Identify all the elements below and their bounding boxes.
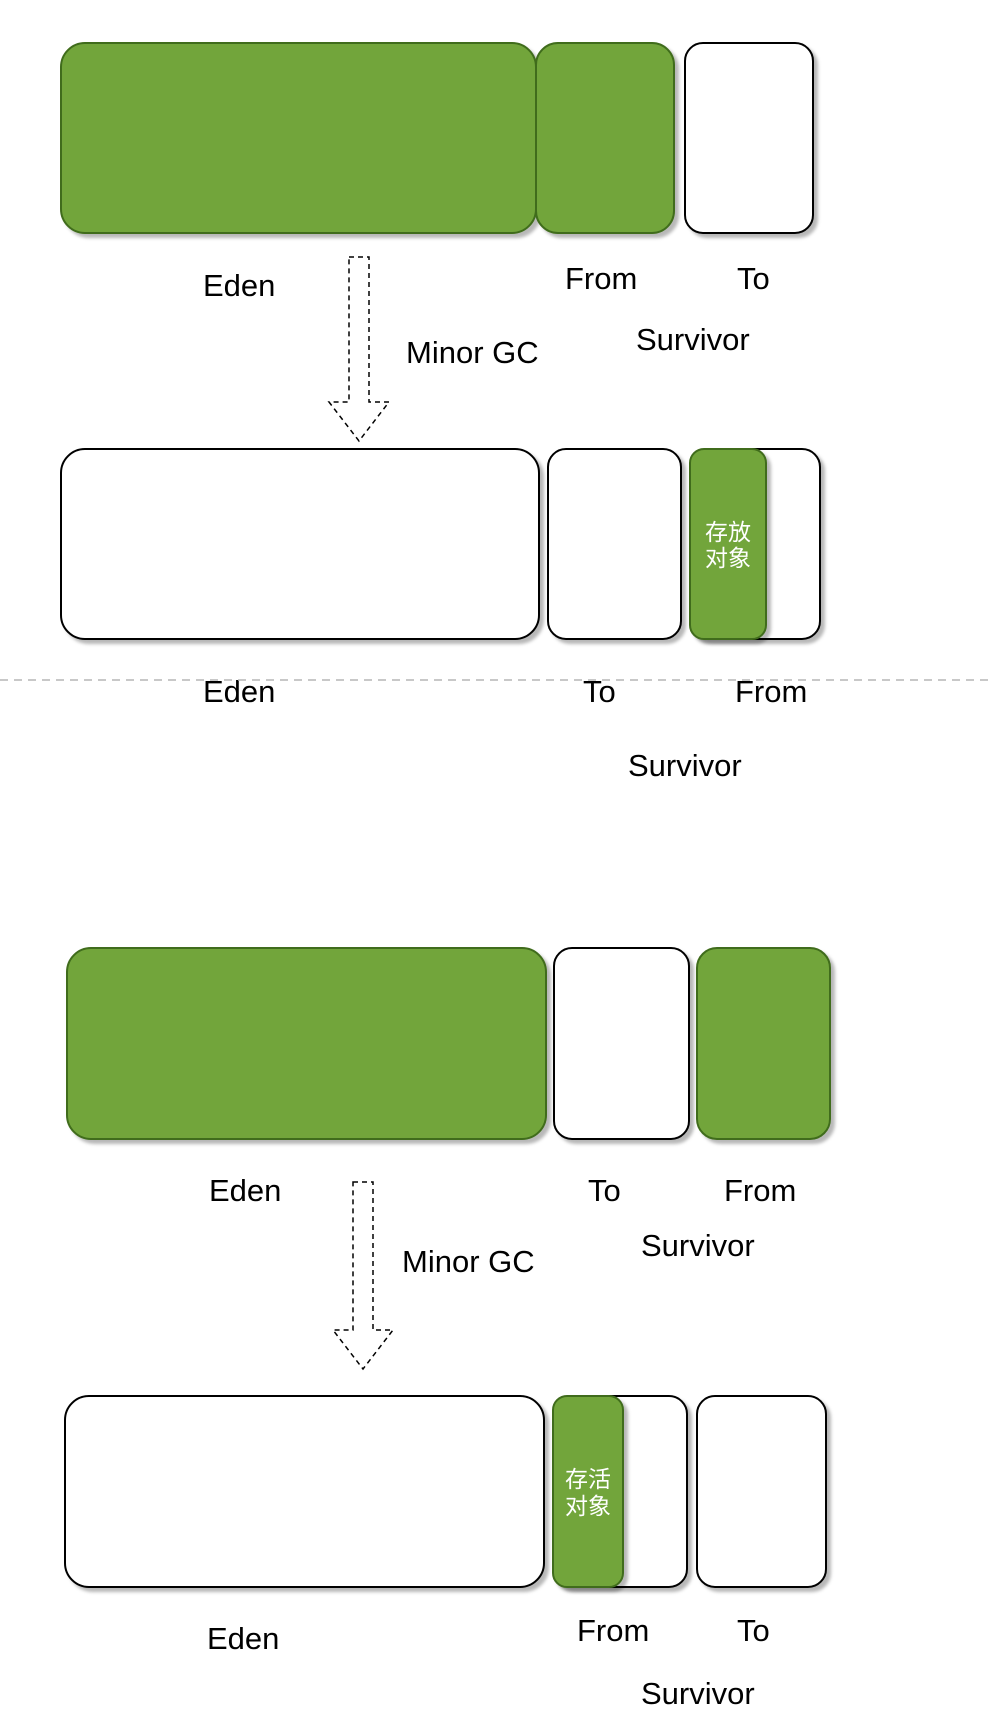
panel2-after-to-label: To [737, 1613, 770, 1648]
panel2-minor-gc-label: Minor GC [402, 1244, 535, 1279]
panel1-object-text-line2: 对象 [705, 546, 751, 572]
panel2-before-from-label: From [724, 1173, 796, 1208]
panel1-before-to-block [684, 42, 814, 234]
panel2-before-survivor-label: Survivor [641, 1228, 755, 1263]
panel2-after-survivor-label: Survivor [641, 1676, 755, 1711]
panel1-minor-gc-label: Minor GC [406, 335, 539, 370]
panel1-before-to-label: To [737, 261, 770, 296]
panel1-before-survivor-label: Survivor [636, 322, 750, 357]
panel2-before-eden-label: Eden [209, 1173, 281, 1208]
panel2-after-from-label: From [577, 1613, 649, 1648]
panel2-object-text-line2: 对象 [565, 1494, 611, 1520]
panel1-object-text-line1: 存放 [705, 520, 751, 546]
panel1-after-heap [60, 448, 821, 640]
panel1-before-from-block [535, 42, 675, 234]
panel1-before-eden-label: Eden [203, 268, 275, 303]
panel2-before-to-label: To [588, 1173, 621, 1208]
panel1-before-from-label: From [565, 261, 637, 296]
panel2-minor-gc-arrow [331, 1181, 395, 1371]
panel2-before-to-block [553, 947, 690, 1140]
panel1-after-object-block [689, 448, 767, 640]
panel2-after-to-block [696, 1395, 827, 1588]
panel1-after-eden-block [60, 448, 540, 640]
panel1-after-survivor-label: Survivor [628, 748, 742, 783]
panel2-after-eden-block [64, 1395, 545, 1588]
panel2-object-text-line1: 存活 [565, 1467, 611, 1493]
panel1-before-eden-block [60, 42, 537, 234]
panel1-after-to-block [547, 448, 682, 640]
panel2-before-from-block [696, 947, 831, 1140]
panel1-after-to-label: To [583, 674, 616, 709]
panel1-minor-gc-arrow [327, 256, 391, 443]
panel2-before-heap [66, 947, 831, 1140]
panel2-after-heap [64, 1395, 827, 1588]
panel1-before-heap [60, 42, 814, 234]
panel2-after-eden-label: Eden [207, 1621, 279, 1656]
panel2-after-object-block [552, 1395, 624, 1588]
panel2-before-eden-block [66, 947, 547, 1140]
